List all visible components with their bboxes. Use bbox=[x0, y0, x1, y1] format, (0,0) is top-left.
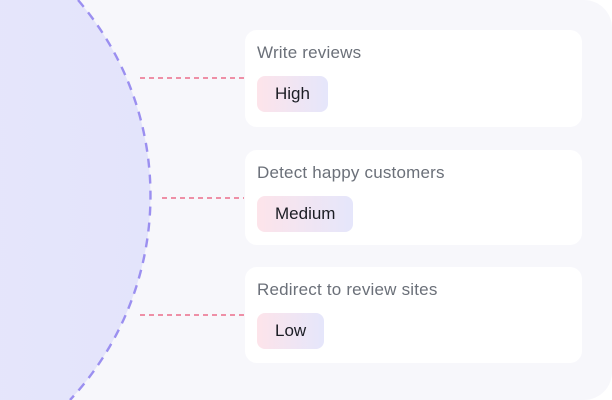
priority-badge: High bbox=[257, 76, 328, 112]
feature-card-write-reviews: Write reviews High bbox=[245, 30, 582, 127]
feature-card-redirect-to-review-sites: Redirect to review sites Low bbox=[245, 267, 582, 363]
priority-badge: Low bbox=[257, 313, 325, 349]
feature-title: Redirect to review sites bbox=[257, 280, 438, 299]
feature-title: Write reviews bbox=[257, 43, 362, 62]
dashed-circle-edge bbox=[69, 0, 152, 400]
priority-badge: Medium bbox=[257, 196, 354, 232]
feature-card-detect-happy-customers: Detect happy customers Medium bbox=[245, 150, 582, 245]
circle-fill bbox=[0, 0, 151, 400]
feature-title: Detect happy customers bbox=[257, 163, 445, 182]
